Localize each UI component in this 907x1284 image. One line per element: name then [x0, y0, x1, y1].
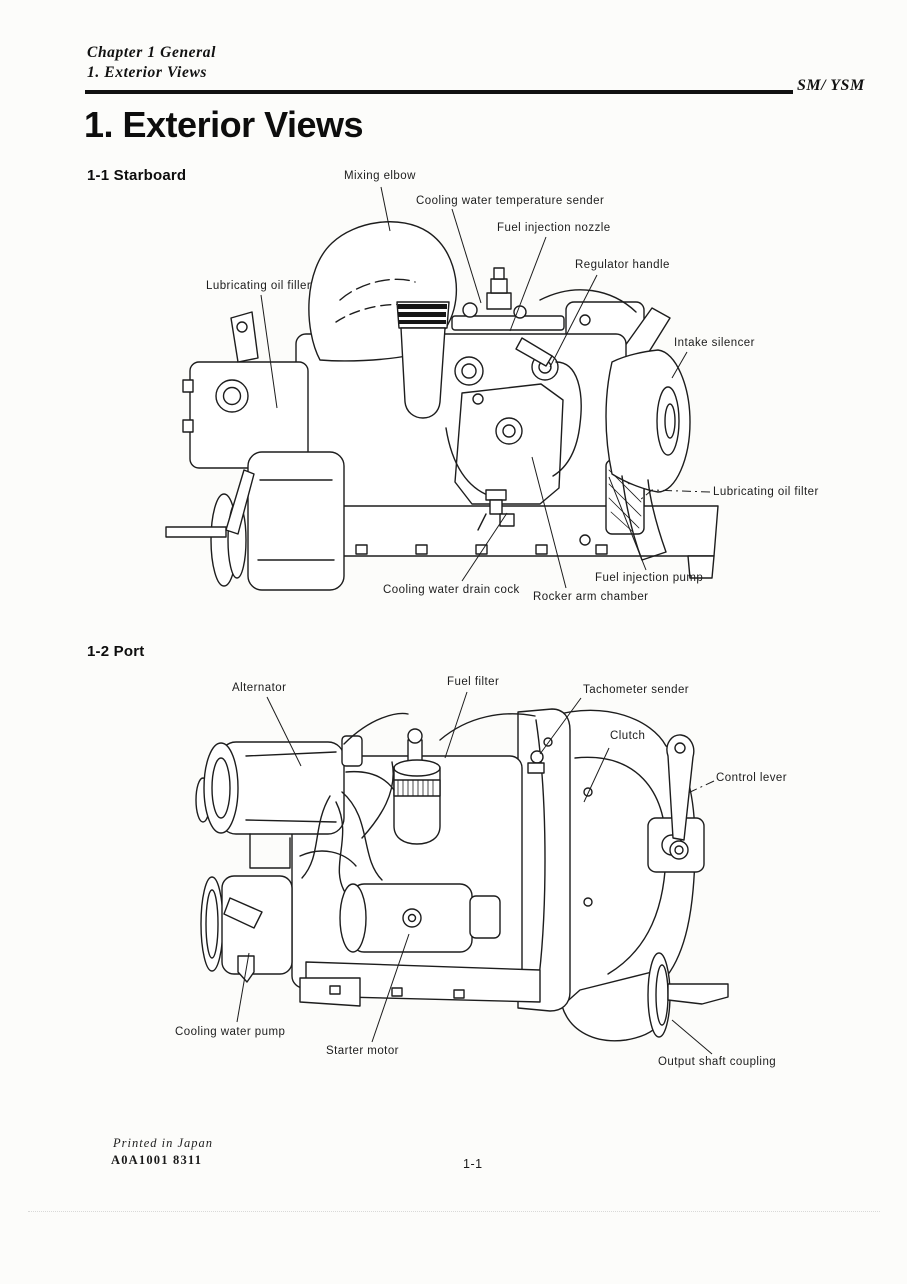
- label-lubricating-oil-filter: Lubricating oil filter: [713, 486, 819, 498]
- heading-port: 1-2 Port: [87, 643, 145, 660]
- heading-starboard: 1-1 Starboard: [87, 167, 187, 184]
- footer-doc-code: A0A1001 8311: [111, 1153, 203, 1167]
- starter-motor-shape: [339, 883, 501, 953]
- page-number: 1-1: [463, 1157, 483, 1171]
- label-starter-motor: Starter motor: [326, 1045, 399, 1057]
- control-lever-shape: [666, 734, 695, 860]
- scan-artifact-line: [28, 1211, 880, 1212]
- label-rocker-arm-chamber: Rocker arm chamber: [533, 591, 649, 603]
- label-clutch: Clutch: [610, 730, 646, 742]
- label-control-lever: Control lever: [716, 772, 788, 784]
- drain-cock-shape: [477, 489, 515, 531]
- header-chapter: Chapter 1 General: [87, 44, 217, 61]
- header-manual-code: SM/ YSM: [797, 77, 865, 94]
- oil-filler-body-shape: [247, 451, 345, 591]
- label-fuel-injection-nozzle: Fuel injection nozzle: [497, 222, 611, 234]
- label-regulator-handle: Regulator handle: [575, 259, 670, 271]
- label-output-shaft-coupling: Output shaft coupling: [658, 1056, 777, 1068]
- label-alternator: Alternator: [232, 682, 287, 694]
- intake-silencer-shape: [605, 349, 691, 561]
- label-tachometer-sender: Tachometer sender: [583, 684, 690, 696]
- label-fuel-injection-pump: Fuel injection pump: [595, 572, 704, 584]
- footer-printed-in: Printed in Japan: [113, 1136, 214, 1150]
- page-title: 1. Exterior Views: [84, 104, 364, 145]
- output-shaft-coupling-shape: [647, 952, 729, 1038]
- fuel-injection-nozzle-shape: [486, 292, 512, 310]
- label-cooling-water-pump: Cooling water pump: [175, 1026, 286, 1038]
- label-cooling-water-drain-cock: Cooling water drain cock: [383, 584, 520, 596]
- port-engine-drawing: [195, 708, 729, 1042]
- starboard-leader-lines: [260, 186, 711, 589]
- port-leader-lines: [236, 691, 715, 1055]
- header-rule: [85, 90, 793, 94]
- header-section: 1. Exterior Views: [87, 64, 208, 81]
- label-intake-silencer: Intake silencer: [674, 337, 755, 349]
- fuel-filter-shape: [393, 728, 441, 845]
- label-cooling-water-temperature-sender: Cooling water temperature sender: [416, 195, 605, 207]
- label-fuel-filter: Fuel filter: [447, 676, 500, 688]
- label-lubricating-oil-filler: Lubricating oil filler: [206, 280, 312, 292]
- cooling-water-pump-shape: [200, 875, 293, 983]
- label-mixing-elbow: Mixing elbow: [344, 170, 416, 182]
- starboard-engine-drawing: [165, 221, 719, 591]
- alternator-shape: [203, 735, 363, 869]
- tachometer-sender-shape: [527, 750, 545, 774]
